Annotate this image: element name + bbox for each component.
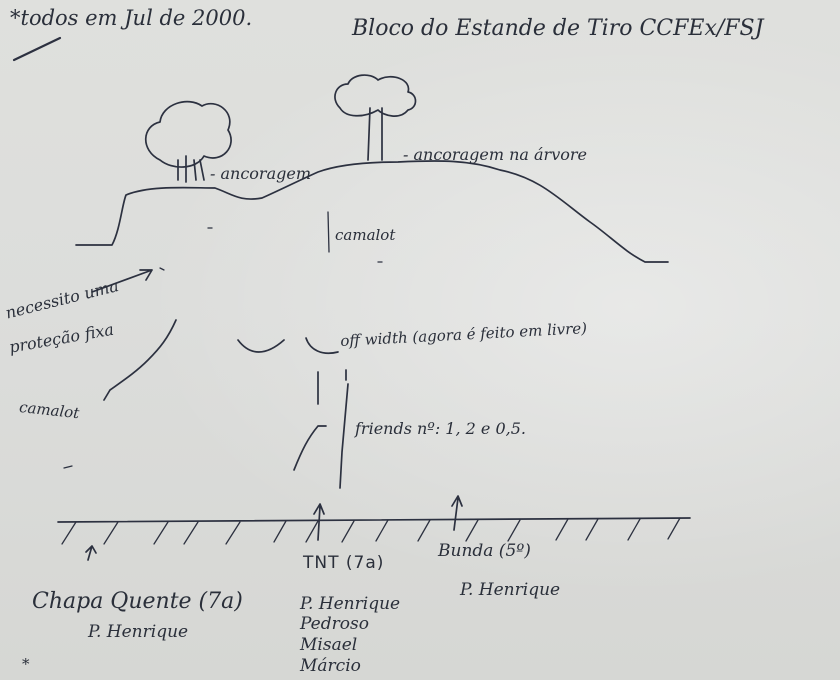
route-arrow-bunda: [451, 495, 463, 531]
route-tnt-climber: Misael: [300, 635, 358, 655]
camalot-top-crack: [327, 211, 330, 253]
tree-right-trunk: [367, 107, 383, 161]
boulder-outline: [75, 160, 669, 263]
friends-label: friends nº: 1, 2 e 0,5.: [355, 419, 527, 438]
left-crack: [103, 319, 177, 401]
offwidth-left-curve: [237, 339, 285, 353]
tree-left-crown: [144, 100, 232, 168]
tree-right-crown: [334, 74, 417, 117]
route-name-chapa: Chapa Quente (7a): [32, 589, 243, 614]
anchor-left-label: - ancoragem: [210, 164, 311, 183]
route-chapa-climber: P. Henrique: [88, 622, 189, 642]
route-arrow-tnt: [313, 503, 325, 541]
route-tnt-climber: P. Henrique: [300, 594, 401, 614]
ground-hatching: [61, 517, 681, 545]
crack-3: [293, 425, 327, 471]
note-underline: [12, 36, 62, 62]
camalot-top-label: camalot: [335, 226, 396, 244]
need-fixed-arrow: [91, 269, 153, 293]
anchor-tree-label: - ancoragem na árvore: [403, 145, 587, 164]
note-text: *todos em Jul de 2000.: [10, 6, 253, 30]
route-tnt-climber: Márcio: [300, 656, 361, 676]
ground-line: [57, 517, 691, 523]
route-arrow-chapa: [85, 545, 97, 561]
route-name-bunda: Bunda (5º): [438, 541, 531, 561]
offwidth-right-curve: [305, 337, 339, 355]
crack-2: [339, 369, 349, 489]
boulder-mark-3: [159, 267, 165, 271]
route-bunda-climber: P. Henrique: [460, 580, 561, 600]
route-name-tnt: TNT (7a): [303, 553, 385, 573]
footnote-mark: *: [22, 655, 30, 673]
route-tnt-climber: Pedroso: [300, 614, 369, 634]
left-mark: [63, 465, 73, 469]
tree-left-trunk: [177, 155, 205, 183]
page-title: Bloco do Estande de Tiro CCFEx/FSJ: [352, 16, 764, 41]
